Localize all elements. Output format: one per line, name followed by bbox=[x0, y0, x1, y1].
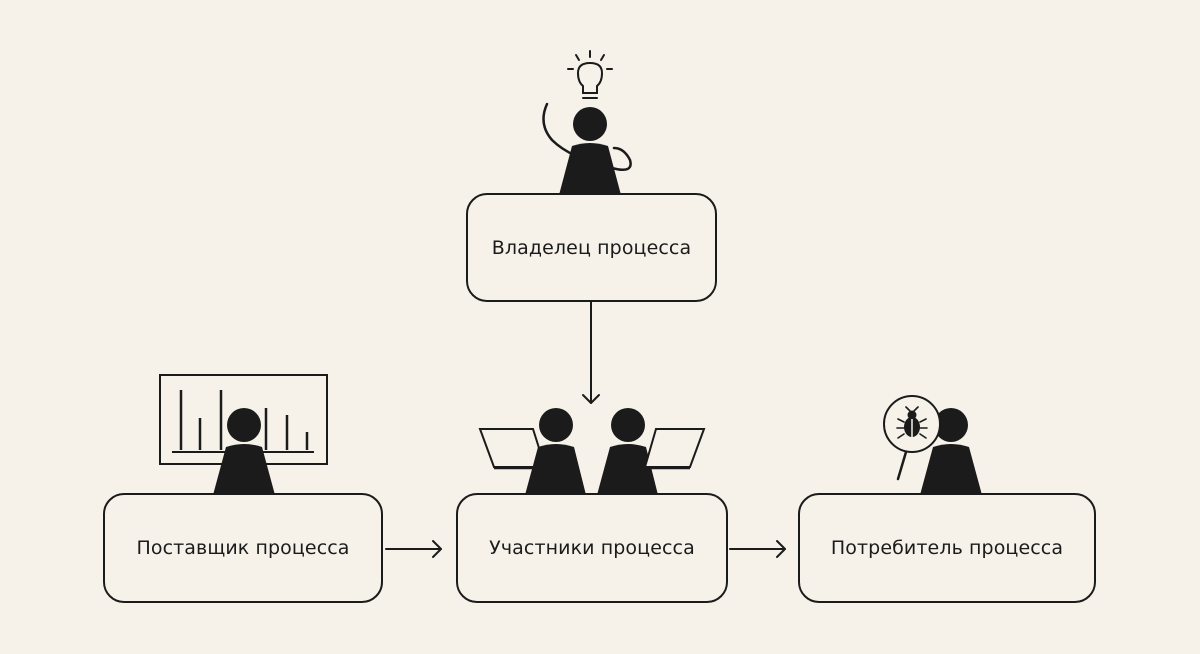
supplier-label: Поставщик процесса bbox=[104, 494, 382, 602]
arrow-participants-to-consumer bbox=[730, 541, 785, 557]
participants-label: Участники процесса bbox=[457, 494, 727, 602]
arrow-supplier-to-participants bbox=[386, 541, 441, 557]
consumer-figure bbox=[884, 396, 982, 495]
consumer-label: Потребитель процесса bbox=[799, 494, 1095, 602]
participants-figures bbox=[480, 408, 704, 495]
supplier-figure bbox=[160, 375, 327, 495]
lightbulb-icon bbox=[568, 51, 612, 98]
arrow-owner-to-participants bbox=[583, 302, 599, 403]
owner-figure bbox=[543, 51, 630, 195]
owner-label: Владелец процесса bbox=[467, 194, 716, 301]
